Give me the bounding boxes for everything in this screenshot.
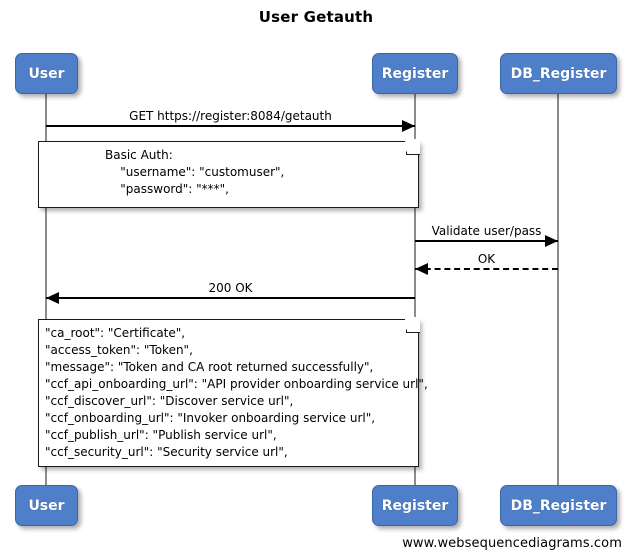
- note-response-body: [38, 317, 420, 467]
- note-basic-auth-text: Basic Auth: "username": "customuser", "p…: [105, 147, 284, 198]
- lifeline-user: [45, 94, 47, 485]
- participant-db_register-bottom[interactable]: DB_Register: [500, 485, 617, 526]
- note-basic-auth: [38, 139, 420, 208]
- participant-label: Register: [381, 497, 449, 514]
- participant-label: DB_Register: [510, 497, 607, 514]
- msg-get-getauth-arrowhead-icon: [402, 120, 415, 132]
- msg-get-getauth-label: GET https://register:8084/getauth: [129, 109, 332, 123]
- participant-register-bottom[interactable]: Register: [372, 485, 458, 526]
- msg-200-ok-label: 200 OK: [208, 281, 253, 295]
- note-line: "ccf_publish_url": "Publish service url"…: [45, 428, 277, 442]
- note-line: "access_token": "Token",: [45, 343, 193, 357]
- msg-200-ok-line: [46, 297, 415, 299]
- note-line: "ccf_discover_url": "Discover service ur…: [45, 394, 294, 408]
- msg-ok-line: [415, 268, 558, 270]
- note-line: "ca_root": "Certificate",: [45, 326, 186, 340]
- note-fold-corner-icon: [405, 317, 420, 333]
- note-line: "ccf_api_onboarding_url": "API provider …: [45, 377, 428, 391]
- msg-get-getauth-line: [46, 125, 415, 127]
- note-fold-corner-icon: [405, 139, 420, 155]
- msg-ok-label: OK: [477, 252, 496, 266]
- note-line: "message": "Token and CA root returned s…: [45, 360, 374, 374]
- note-line: "username": "customuser",: [105, 165, 285, 179]
- lifeline-db_register: [557, 94, 559, 485]
- participant-db_register-top[interactable]: DB_Register: [500, 53, 617, 94]
- msg-ok-arrowhead-icon: [415, 263, 428, 275]
- participant-user-bottom[interactable]: User: [15, 485, 78, 526]
- participant-user-top[interactable]: User: [15, 53, 78, 94]
- note-line: "ccf_onboarding_url": "Invoker onboardin…: [45, 411, 376, 425]
- note-line: "password": "***",: [105, 182, 229, 196]
- participant-label: User: [28, 497, 65, 514]
- note-line: "ccf_security_url": "Security service ur…: [45, 445, 288, 459]
- msg-validate-label: Validate user/pass: [431, 224, 542, 238]
- participant-label: DB_Register: [510, 65, 607, 82]
- page-title: User Getauth: [258, 8, 374, 26]
- participant-label: User: [28, 65, 65, 82]
- note-line: Basic Auth:: [105, 148, 173, 162]
- participant-register-top[interactable]: Register: [372, 53, 458, 94]
- lifeline-register: [414, 94, 416, 485]
- participant-label: Register: [381, 65, 449, 82]
- footer-watermark: www.websequencediagrams.com: [402, 536, 622, 551]
- msg-validate-line: [415, 240, 558, 242]
- note-response-body-text: "ca_root": "Certificate", "access_token":…: [45, 325, 428, 461]
- msg-200-ok-arrowhead-icon: [46, 292, 59, 304]
- msg-validate-arrowhead-icon: [545, 235, 558, 247]
